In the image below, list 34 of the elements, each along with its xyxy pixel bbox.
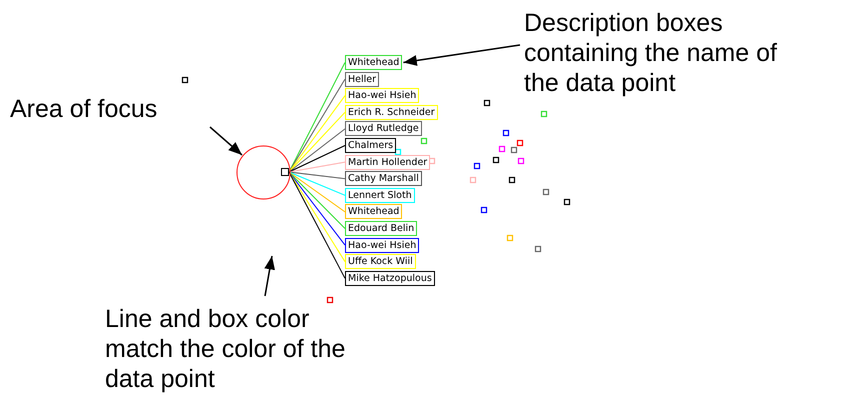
connector-line (288, 172, 346, 196)
annotation-text: Line and box color match the color of the data point (105, 304, 350, 394)
name-label: Erich R. Schneider (345, 104, 438, 120)
connector-line (288, 172, 346, 229)
name-label: Whitehead (345, 55, 402, 70)
name-label: Martin Hollender (345, 154, 430, 170)
connector-line (288, 145, 346, 172)
connector-line (288, 172, 346, 262)
name-label: Uffe Kock Wiil (345, 254, 416, 270)
name-label: Hao-wei Hsieh (345, 238, 420, 253)
name-label: Whitehead (345, 204, 402, 220)
leader-arrow (403, 44, 520, 66)
name-label: Hao-wei Hsieh (345, 88, 420, 104)
leader-arrow (210, 126, 242, 156)
annotation-text: Description boxes containing the name of the data point (524, 8, 799, 98)
connector-line (288, 162, 346, 172)
connector-line (288, 95, 346, 172)
connector-line (288, 172, 346, 212)
annotation-text: Area of focus (10, 94, 210, 124)
focus-circle (236, 145, 291, 200)
name-label: Heller (345, 72, 380, 87)
name-label: Lloyd Rutledge (345, 121, 422, 136)
name-label: Mike Hatzopulous (345, 270, 435, 286)
name-label: Chalmers (345, 138, 396, 153)
name-label: Cathy Marshall (345, 171, 422, 186)
connector-line (288, 112, 346, 172)
connector-line (288, 128, 346, 172)
name-label: Lennert Sloth (345, 188, 415, 203)
connector-line (288, 172, 346, 279)
connector-line (288, 172, 346, 246)
leader-arrow (264, 256, 275, 296)
focus-point (281, 168, 289, 176)
name-label: Edouard Belin (345, 221, 418, 236)
connector-line (288, 172, 346, 180)
